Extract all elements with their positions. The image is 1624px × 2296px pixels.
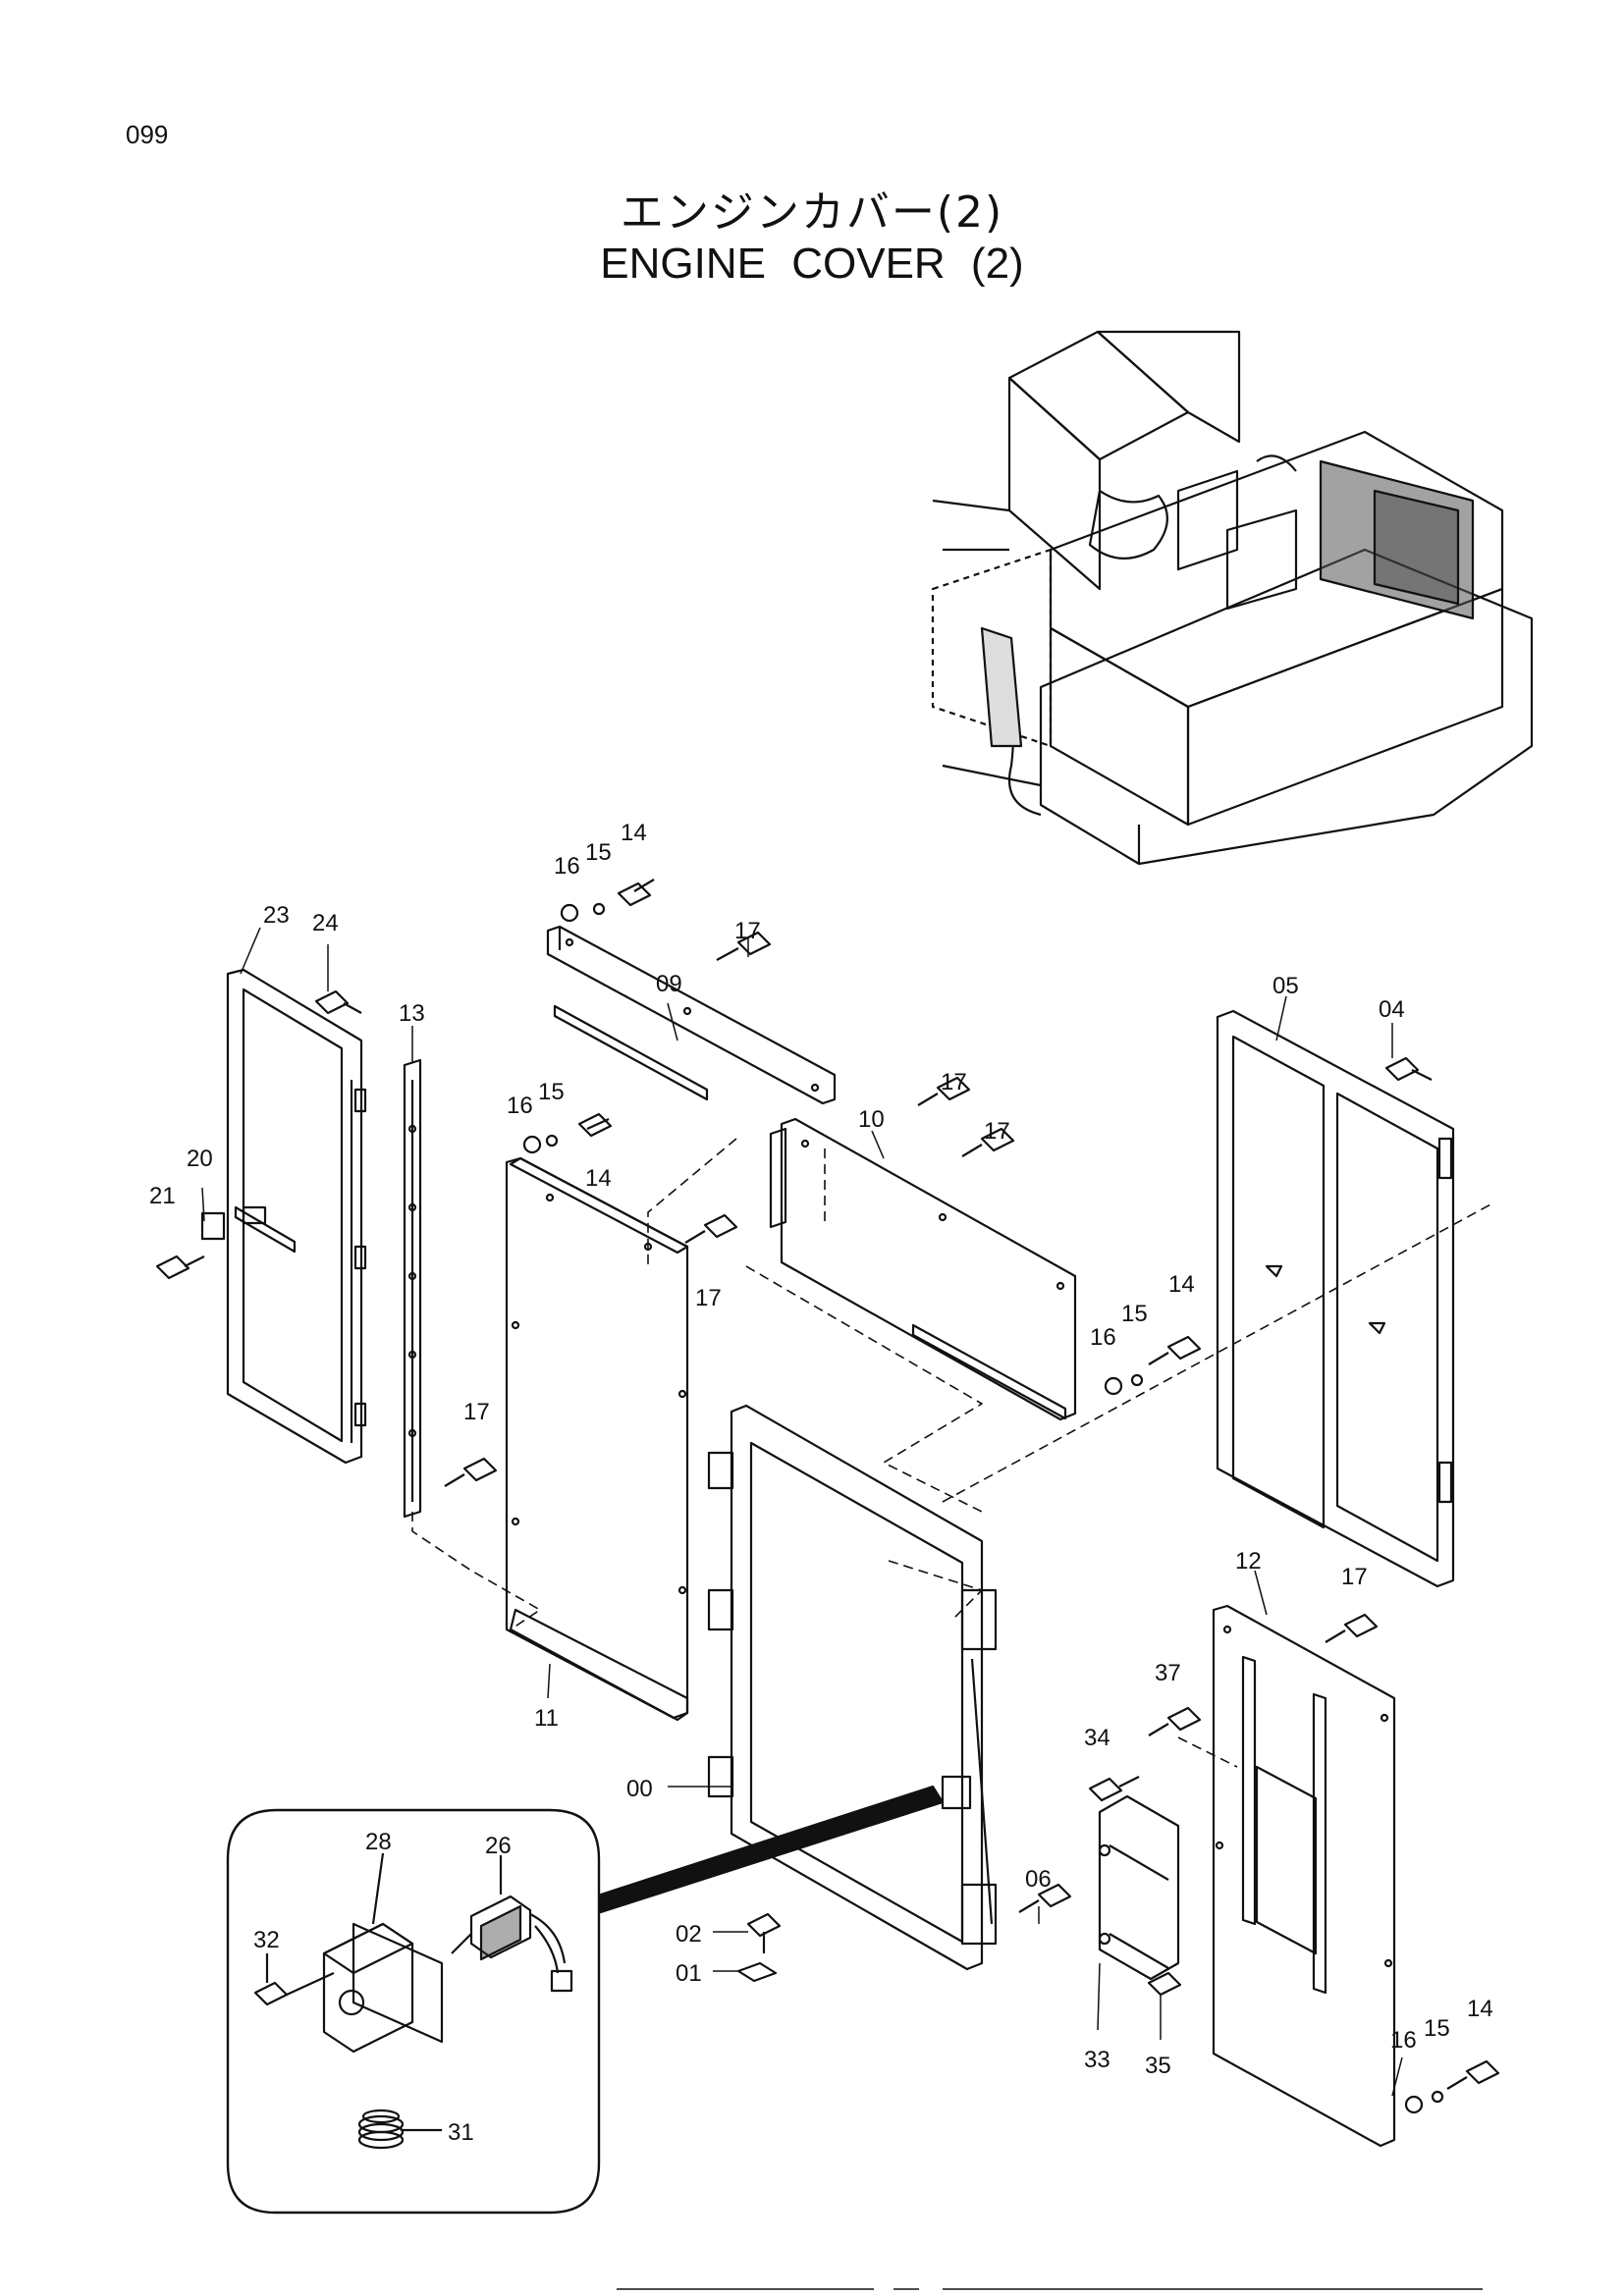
callout-15a: 15 — [585, 839, 612, 866]
callout-14a: 14 — [621, 820, 647, 846]
callout-35: 35 — [1145, 2053, 1171, 2079]
callout-17a: 17 — [734, 918, 761, 944]
callout-15b: 15 — [538, 1079, 565, 1105]
callout-37: 37 — [1155, 1660, 1181, 1686]
callout-17e: 17 — [463, 1399, 490, 1425]
callout-13: 13 — [399, 1000, 425, 1027]
part-13-hinge-strip — [403, 1058, 422, 1519]
callout-17b: 17 — [695, 1285, 722, 1311]
callout-16d: 16 — [1390, 2027, 1417, 2054]
callout-15d: 15 — [1424, 2015, 1450, 2042]
callout-16b: 16 — [507, 1093, 533, 1119]
title-japanese: エンジンカバー(2) — [620, 187, 1004, 238]
assembly-guide-lines — [411, 1138, 1493, 1768]
part-01-plate — [736, 1961, 778, 1983]
callout-17d: 17 — [984, 1118, 1010, 1145]
callout-16c: 16 — [1090, 1324, 1116, 1351]
callout-05: 05 — [1272, 973, 1299, 999]
part-23-left-door — [226, 968, 367, 1465]
callout-24: 24 — [312, 910, 339, 936]
part-10-rear-plate — [769, 1117, 1077, 1421]
callout-00: 00 — [626, 1776, 653, 1802]
callout-20: 20 — [187, 1146, 213, 1172]
callout-14c: 14 — [1168, 1271, 1195, 1298]
callout-12: 12 — [1235, 1548, 1262, 1575]
callout-17c: 17 — [941, 1069, 967, 1095]
callout-23: 23 — [263, 902, 290, 929]
callout-16a: 16 — [554, 853, 580, 880]
callout-labels: 23 24 13 20 21 16 15 14 09 17 16 15 14 1… — [149, 820, 1493, 2146]
page-number: 099 — [126, 120, 169, 149]
callout-01: 01 — [676, 1960, 702, 1987]
callout-14d: 14 — [1467, 1996, 1493, 2022]
part-00-main-frame — [707, 1404, 998, 1971]
title-english: ENGINE COVER (2) — [600, 240, 1024, 288]
callout-26: 26 — [485, 1833, 512, 1859]
part-11-side-panel — [505, 1156, 689, 1722]
callout-06: 06 — [1025, 1866, 1052, 1893]
callout-34: 34 — [1084, 1725, 1110, 1751]
machine-overview-drawing — [931, 330, 1534, 866]
part-05-right-door — [1216, 1009, 1455, 1588]
callout-28: 28 — [365, 1829, 392, 1855]
callout-15c: 15 — [1121, 1301, 1148, 1327]
bolts-and-washers — [155, 879, 1500, 2114]
part-33-bracket — [1098, 1794, 1180, 1981]
callout-09: 09 — [656, 971, 682, 997]
callout-33: 33 — [1084, 2047, 1110, 2073]
callout-32: 32 — [253, 1927, 280, 1953]
callout-10: 10 — [858, 1106, 885, 1133]
detail-inset — [226, 1785, 945, 2215]
part-09-top-plate — [546, 925, 837, 1105]
callout-leaders — [201, 927, 1403, 2097]
callout-02: 02 — [676, 1921, 702, 1948]
callout-04: 04 — [1379, 996, 1405, 1023]
callout-17f: 17 — [1341, 1564, 1368, 1590]
callout-21: 21 — [149, 1183, 176, 1209]
callout-31: 31 — [448, 2119, 474, 2146]
part-12-lower-right-panel — [1212, 1604, 1396, 2148]
callout-11: 11 — [534, 1705, 559, 1732]
callout-14b: 14 — [585, 1165, 612, 1192]
